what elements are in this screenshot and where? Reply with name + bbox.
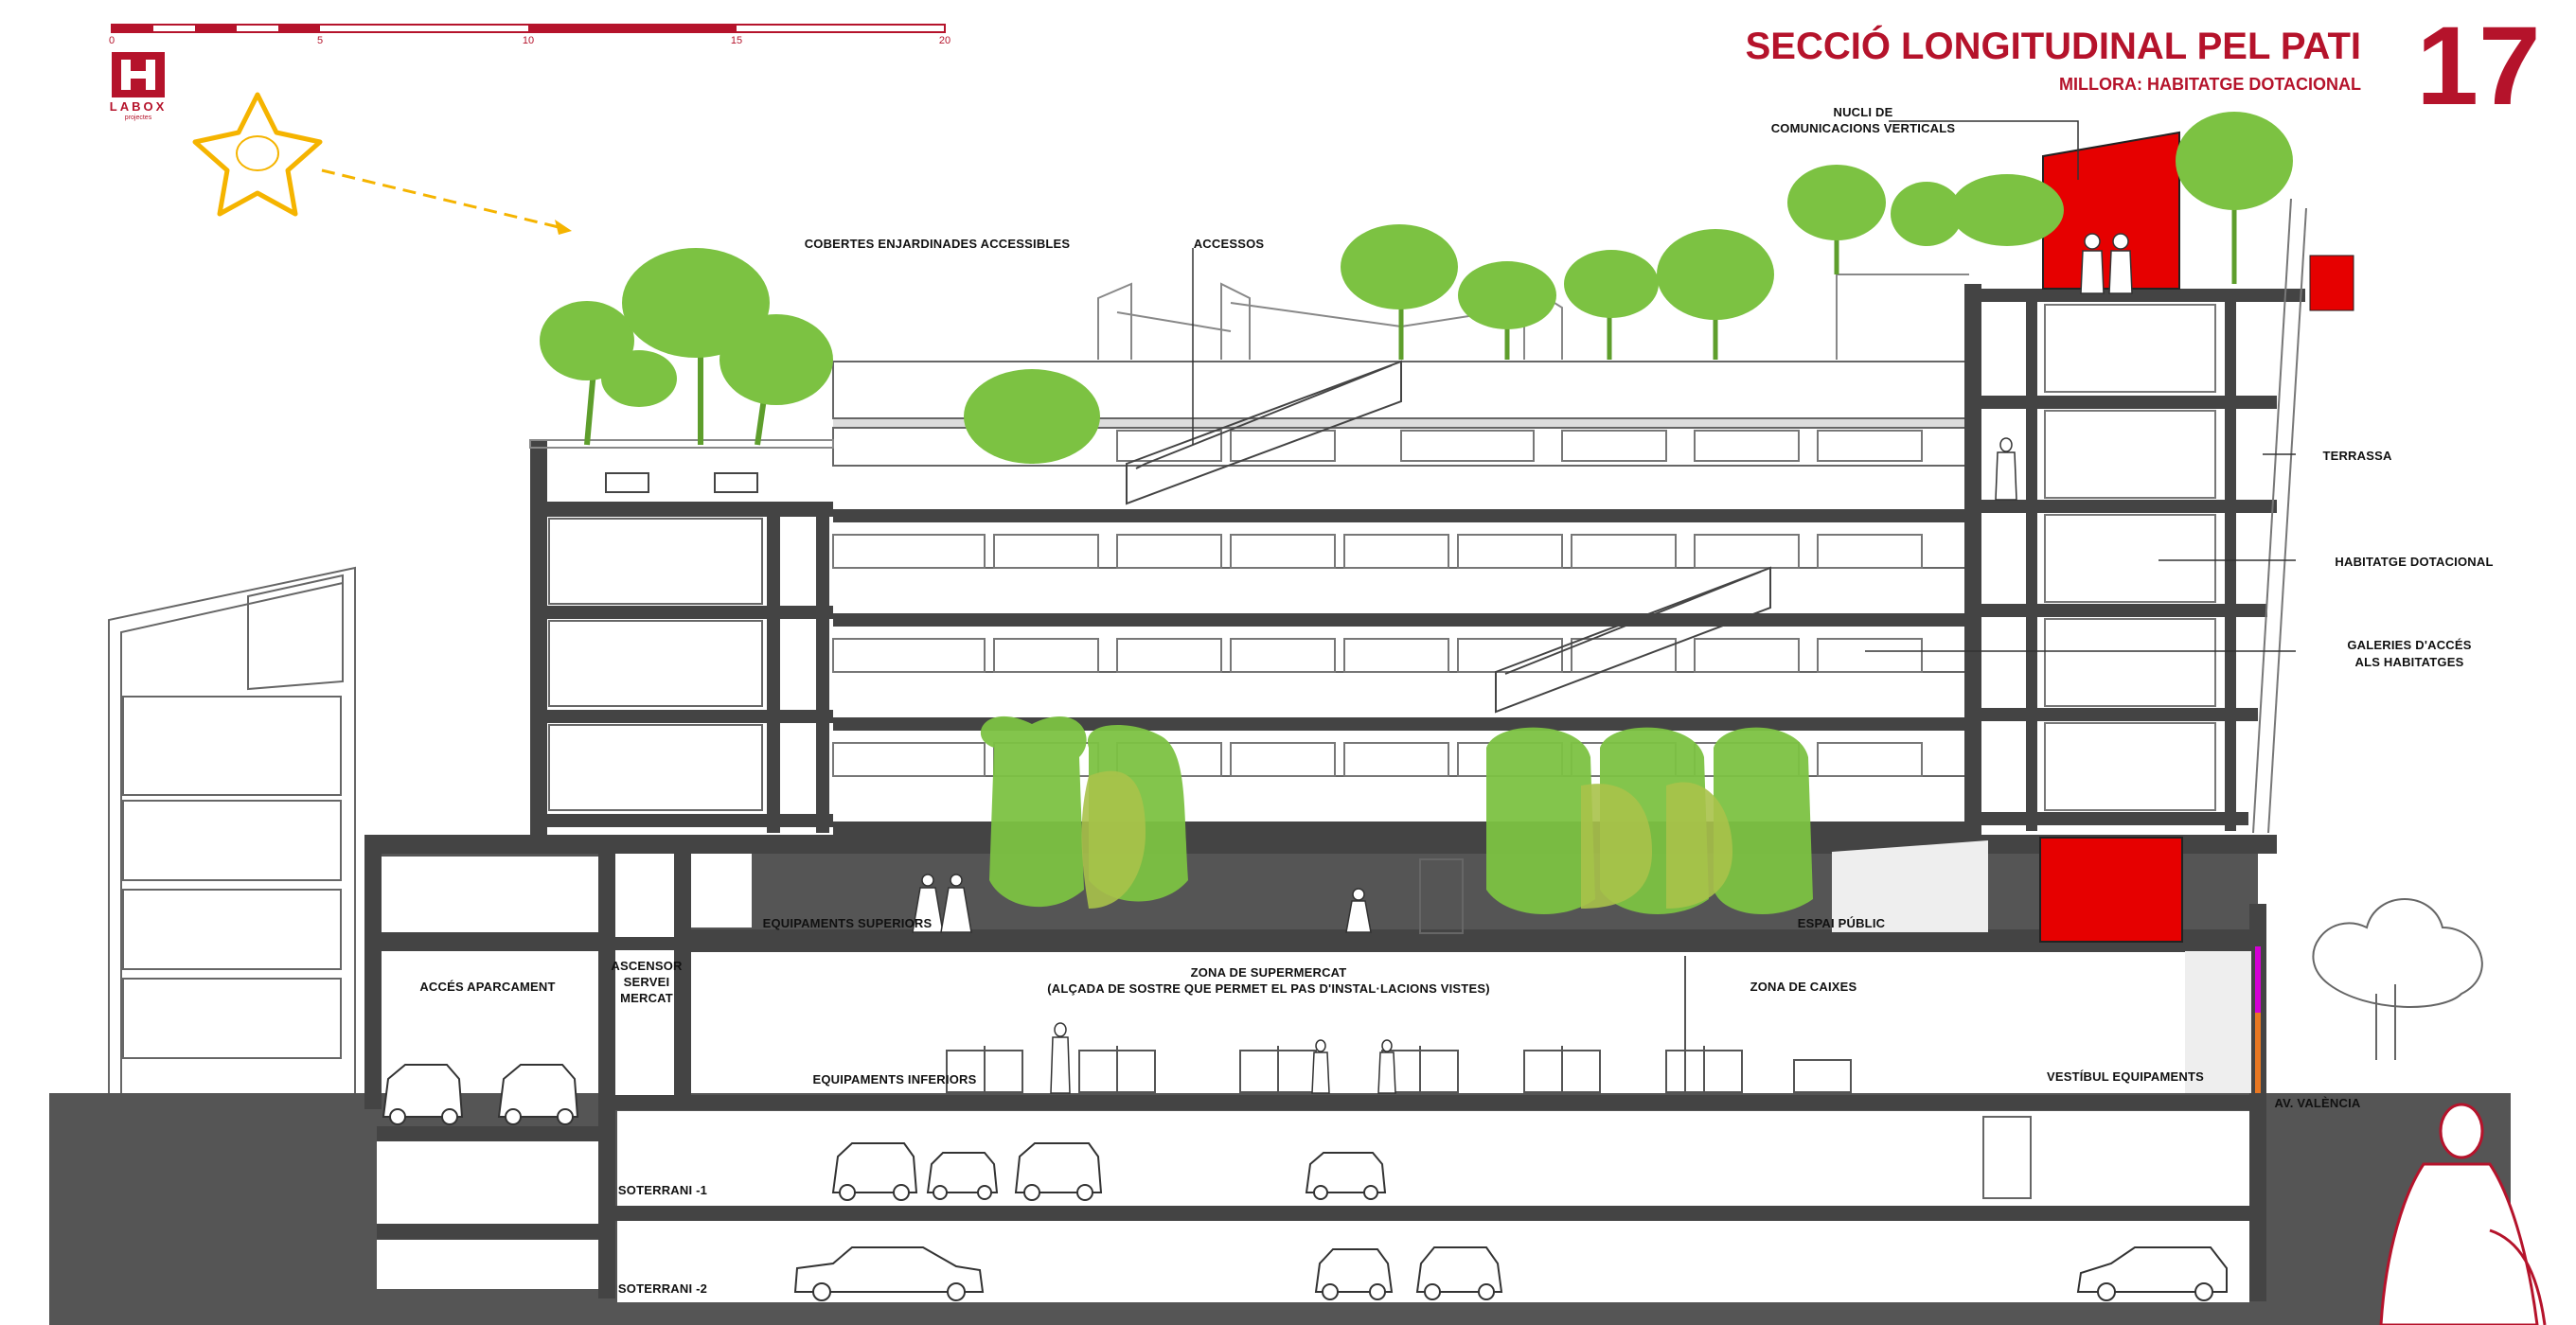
label-lower-facilities: EQUIPAMENTS INFERIORS <box>813 1072 977 1086</box>
trees-patio <box>980 716 1813 915</box>
label-elevator-2: SERVEI <box>624 975 670 989</box>
label-housing: HABITATGE DOTACIONAL <box>2335 555 2493 569</box>
trees-roof <box>540 112 2293 464</box>
scale-tick-20: 20 <box>939 35 950 46</box>
label-supermarket-2: (ALÇADA DE SOSTRE QUE PERMET EL PAS D'IN… <box>1047 981 1489 996</box>
label-elevator-1: ASCENSOR <box>611 959 683 973</box>
building-structure <box>364 131 2354 1301</box>
label-roof-gardens: COBERTES ENJARDINADES ACCESSIBLES <box>805 237 1071 251</box>
foreground-person <box>2379 1103 2547 1325</box>
label-parking-access: ACCÉS APARCAMENT <box>419 980 555 994</box>
labox-logo: LABOX projectes <box>110 52 168 121</box>
label-supermarket-1: ZONA DE SUPERMERCAT <box>1191 965 1347 980</box>
leader-lines <box>1192 120 2296 652</box>
label-lobby: VESTÍBUL EQUIPAMENTS <box>2047 1069 2204 1084</box>
label-access: ACCESSOS <box>1194 237 1265 251</box>
label-elevator-3: MERCAT <box>620 991 673 1005</box>
scale-bar: 0 5 10 15 20 <box>109 24 950 46</box>
cars <box>382 1064 2228 1301</box>
page-subtitle: MILLORA: HABITATGE DOTACIONAL <box>2059 75 2361 94</box>
label-checkout: ZONA DE CAIXES <box>1750 980 1857 994</box>
labels: COBERTES ENJARDINADES ACCESSIBLES ACCESS… <box>419 105 2493 1296</box>
people <box>912 233 2133 1094</box>
scale-tick-15: 15 <box>731 35 742 46</box>
page-title: SECCIÓ LONGITUDINAL PEL PATI <box>1746 24 2361 67</box>
label-public-space: ESPAI PÚBLIC <box>1798 916 1886 930</box>
label-basement-2: SOTERRANI -2 <box>618 1281 707 1296</box>
scale-tick-5: 5 <box>317 35 323 46</box>
label-vertical-core-2: COMUNICACIONS VERTICALS <box>1771 121 1956 135</box>
label-terrace: TERRASSA <box>2322 449 2392 463</box>
stair-lower <box>1495 566 1771 714</box>
label-street: AV. VALÈNCIA <box>2274 1096 2360 1110</box>
sheet-number: 17 <box>2416 4 2540 129</box>
sun-icon <box>192 92 572 235</box>
label-galleries-1: GALERIES D'ACCÉS <box>2347 638 2471 652</box>
logo-subtext: projectes <box>125 115 152 121</box>
logo-text: LABOX <box>110 99 168 114</box>
scale-tick-10: 10 <box>523 35 534 46</box>
label-galleries-2: ALS HABITATGES <box>2355 655 2464 669</box>
neighbour-building <box>108 566 356 1093</box>
scale-tick-0: 0 <box>109 35 115 46</box>
label-basement-1: SOTERRANI -1 <box>618 1183 707 1197</box>
label-upper-facilities: EQUIPAMENTS SUPERIORS <box>763 916 933 930</box>
label-vertical-core-1: NUCLI DE <box>1834 105 1893 119</box>
stair-upper <box>1126 360 1402 505</box>
street-tree <box>2312 898 2483 1060</box>
